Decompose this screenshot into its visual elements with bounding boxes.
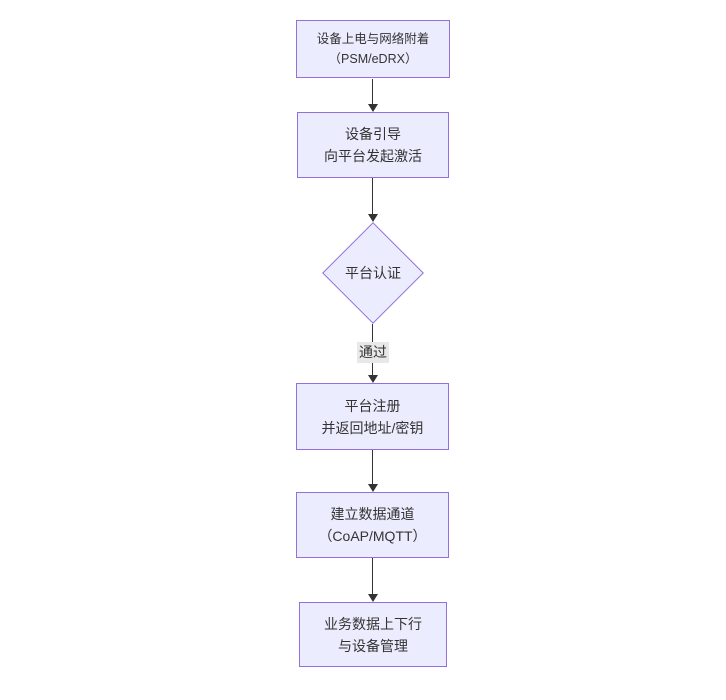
node-power-attach: 设备上电与网络附着 （PSM/eDRX）	[296, 20, 450, 78]
node-label-line2: 与设备管理	[338, 637, 408, 654]
edge-line	[372, 558, 373, 594]
node-bootstrap: 设备引导 向平台发起激活	[297, 112, 449, 178]
edge-line	[372, 79, 373, 104]
decision-platform-auth: 平台认证	[322, 222, 424, 324]
node-label-line2: 并返回地址/密钥	[321, 419, 424, 436]
arrowhead-down-icon	[368, 104, 378, 112]
node-business-data: 业务数据上下行 与设备管理	[299, 602, 447, 667]
edge-line	[372, 178, 373, 214]
arrowhead-down-icon	[368, 214, 378, 222]
edge-label-pass: 通过	[357, 342, 389, 363]
node-label-line1: 设备上电与网络附着	[316, 32, 430, 46]
node-label-line1: 平台认证	[345, 265, 401, 281]
node-label-line1: 平台注册	[344, 397, 401, 414]
node-label-line1: 业务数据上下行	[324, 615, 422, 632]
node-label-line2: （PSM/eDRX）	[328, 52, 418, 66]
node-label-line1: 设备引导	[345, 126, 401, 142]
node-label-line2: （CoAP/MQTT）	[318, 528, 427, 544]
arrowhead-down-icon	[368, 375, 378, 383]
node-label-line1: 建立数据通道	[330, 506, 415, 522]
node-label-line2: 向平台发起激活	[324, 148, 422, 164]
node-register: 平台注册 并返回地址/密钥	[296, 383, 449, 450]
arrowhead-down-icon	[368, 594, 378, 602]
node-data-channel: 建立数据通道 （CoAP/MQTT）	[296, 492, 449, 558]
edge-line	[372, 450, 373, 484]
arrowhead-down-icon	[368, 484, 378, 492]
